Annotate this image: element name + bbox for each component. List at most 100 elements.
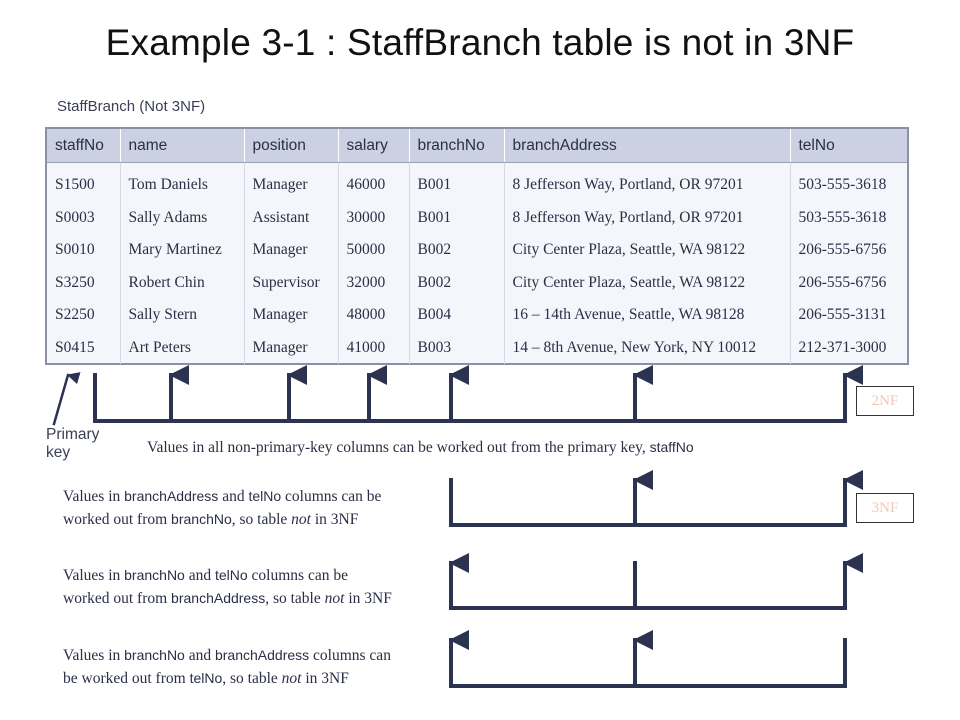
cell-salary: 41000 <box>338 331 410 364</box>
cell-name: Sally Adams <box>120 201 245 234</box>
cell-salary: 30000 <box>338 201 410 234</box>
cell-branchno: B004 <box>409 299 505 332</box>
text: in 3NF <box>348 590 392 607</box>
cell-salary: 32000 <box>338 266 410 299</box>
text: worked out from <box>63 511 168 528</box>
cell-branchaddress: City Center Plaza, Seattle, WA 98122 <box>504 266 791 299</box>
cell-branchaddress: 8 Jefferson Way, Portland, OR 97201 <box>504 162 791 202</box>
cell-telno: 503-555-3618 <box>798 176 887 194</box>
statement-2nf-column: staffNo <box>649 439 694 455</box>
slide-title: Example 3-1 : StaffBranch table is not i… <box>105 22 855 63</box>
header-branchaddress: branchAddress <box>504 129 791 163</box>
primary-key-label-line1: Primary <box>46 426 100 443</box>
emphasis-not: not <box>291 511 311 528</box>
cell-branchaddress: 16 – 14th Avenue, Seattle, WA 98128 <box>504 299 791 332</box>
text: in 3NF <box>305 670 349 687</box>
table-row: S3250 Robert Chin Supervisor 32000 B002 … <box>47 266 907 299</box>
cell-name: Tom Daniels <box>120 162 245 202</box>
primary-key-label-line2: key <box>46 444 71 461</box>
text: columns can be <box>251 567 348 584</box>
cell-branchno: B003 <box>409 331 505 364</box>
cell-branchno: B002 <box>409 234 505 267</box>
text: columns can <box>313 647 391 664</box>
cell-staffno: S0010 <box>47 234 121 267</box>
cell-telno: 206-555-6756 <box>798 241 887 259</box>
statement-2nf-text: Values in all non-primary-key columns ca… <box>147 439 646 456</box>
cell-salary: 48000 <box>338 299 410 332</box>
cell-telno: 206-555-3131 <box>798 306 887 324</box>
table-header-row: staffNo name position salary branchNo br… <box>47 129 907 163</box>
primary-key-pointer <box>52 372 81 426</box>
column-name: telNo <box>189 670 223 686</box>
header-staffno: staffNo <box>47 129 121 163</box>
text: worked out from <box>63 590 168 607</box>
cell-telno: 206-555-6756 <box>798 273 887 291</box>
header-position: position <box>244 129 339 163</box>
primary-key-label: Primary key <box>46 426 99 462</box>
header-branchno: branchNo <box>409 129 505 163</box>
cell-branchaddress: 8 Jefferson Way, Portland, OR 97201 <box>504 201 791 234</box>
bracket-3nf-b <box>449 553 863 610</box>
cell-name: Robert Chin <box>120 266 245 299</box>
column-name: branchNo <box>124 647 185 663</box>
cell-branchno: B002 <box>409 266 505 299</box>
text: and <box>222 488 245 505</box>
cell-position: Manager <box>244 234 339 267</box>
cell-position: Assistant <box>244 201 339 234</box>
statement-3nf-b: Values in branchNo and telNo columns can… <box>63 564 392 610</box>
text: , so table <box>222 670 278 687</box>
cell-branchno: B001 <box>409 201 505 234</box>
bracket-3nf-c <box>449 630 847 688</box>
badge-3nf: 3NF <box>856 493 914 523</box>
text: in 3NF <box>314 511 359 528</box>
text: and <box>188 567 212 584</box>
cell-staffno: S2250 <box>47 299 121 332</box>
header-telno: telNo <box>790 129 907 163</box>
header-salary: salary <box>338 129 410 163</box>
cell-name: Art Peters <box>120 331 245 364</box>
column-name: branchNo <box>124 567 185 583</box>
cell-staffno: S0003 <box>47 201 121 234</box>
statement-3nf-c: Values in branchNo and branchAddress col… <box>63 644 391 690</box>
text: columns can be <box>285 488 382 505</box>
emphasis-not: not <box>281 670 302 687</box>
header-name: name <box>120 129 245 163</box>
emphasis-not: not <box>324 590 345 607</box>
badge-2nf: 2NF <box>856 386 914 416</box>
cell-name: Mary Martinez <box>120 234 245 267</box>
cell-position: Manager <box>244 331 339 364</box>
statement-2nf: Values in all non-primary-key columns ca… <box>147 436 694 459</box>
cell-staffno: S1500 <box>47 162 121 202</box>
table-row: S0003 Sally Adams Assistant 30000 B001 8… <box>47 201 907 234</box>
table-row: S2250 Sally Stern Manager 48000 B004 16 … <box>47 299 907 332</box>
table-row: S0010 Mary Martinez Manager 50000 B002 C… <box>47 234 907 267</box>
text: , so table <box>231 511 288 528</box>
column-name: branchNo <box>171 511 232 527</box>
cell-staffno: S3250 <box>47 266 121 299</box>
text: Values in <box>63 488 121 505</box>
text: Values in <box>63 567 121 584</box>
cell-telno: 212-371-3000 <box>798 338 887 356</box>
table-row: S1500 Tom Daniels Manager 46000 B001 8 J… <box>47 162 907 202</box>
column-name: branchAddress <box>171 590 266 606</box>
cell-staffno: S0415 <box>47 331 121 364</box>
table-caption: StaffBranch (Not 3NF) <box>57 98 206 115</box>
cell-branchno: B001 <box>409 162 505 202</box>
text: Values in <box>63 647 121 664</box>
statement-3nf-a: Values in branchAddress and telNo column… <box>63 485 381 531</box>
bracket-3nf-a <box>449 470 863 527</box>
column-name: telNo <box>248 488 282 504</box>
cell-name: Sally Stern <box>120 299 245 332</box>
table-row: S0415 Art Peters Manager 41000 B003 14 –… <box>47 331 907 364</box>
cell-salary: 46000 <box>338 162 410 202</box>
cell-position: Manager <box>244 299 339 332</box>
staffbranch-table: staffNo name position salary branchNo br… <box>45 127 909 365</box>
column-name: branchAddress <box>124 488 219 504</box>
cell-position: Supervisor <box>244 266 339 299</box>
text: , so table <box>265 590 321 607</box>
bracket-2nf <box>93 365 863 423</box>
cell-branchaddress: 14 – 8th Avenue, New York, NY 10012 <box>504 331 791 364</box>
cell-position: Manager <box>244 162 339 202</box>
cell-salary: 50000 <box>338 234 410 267</box>
